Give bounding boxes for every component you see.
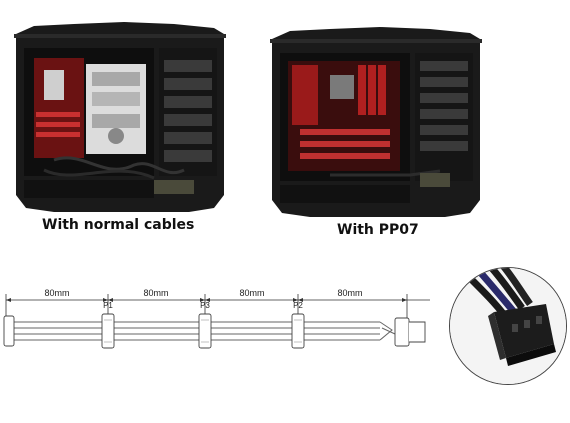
- cable-dimension-diagram: 80mm 80mm 80mm 80mm P1 P3 P2: [3, 288, 430, 349]
- caption-normal-cables: With normal cables: [42, 217, 195, 233]
- case-photo-pp07: [270, 25, 482, 222]
- connector-label-p3: P3: [200, 301, 210, 310]
- case-photo-normal-cables: [14, 20, 226, 217]
- segment-label-4: 80mm: [337, 288, 362, 298]
- connector-label-p1: P1: [103, 301, 113, 310]
- connector-label-p2: P2: [293, 301, 303, 310]
- caption-pp07: With PP07: [337, 222, 419, 238]
- connector-closeup-inset: [449, 267, 567, 385]
- segment-label-3: 80mm: [239, 288, 264, 298]
- molex-connector-photo: [450, 268, 566, 384]
- segment-label-1: 80mm: [44, 288, 69, 298]
- segment-label-2: 80mm: [143, 288, 168, 298]
